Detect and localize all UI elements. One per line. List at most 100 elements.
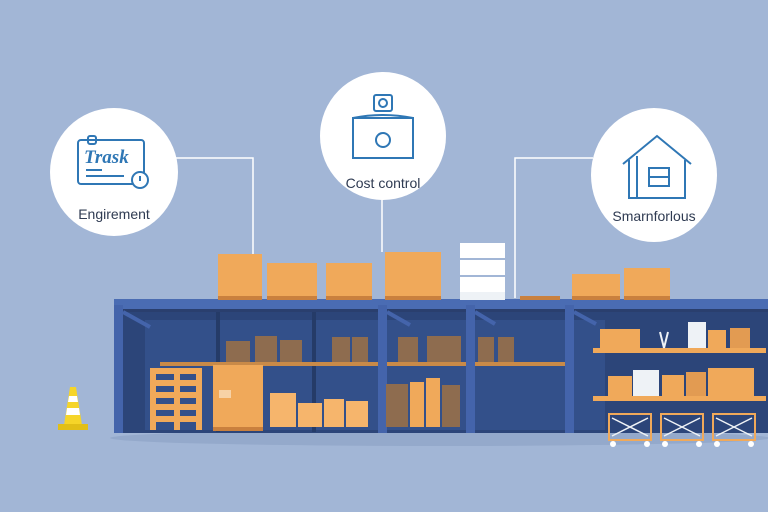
shelf-boxes xyxy=(226,336,514,362)
box xyxy=(498,337,514,362)
floor-items xyxy=(150,365,460,431)
brace xyxy=(122,310,151,329)
task-icon-text: Trask xyxy=(84,147,129,168)
box xyxy=(386,384,408,427)
tripod xyxy=(663,331,669,349)
traffic-cone xyxy=(58,387,88,430)
connector-left xyxy=(175,157,254,260)
camera-top-lens xyxy=(378,98,388,108)
box xyxy=(226,341,250,362)
box xyxy=(608,376,632,396)
box xyxy=(572,274,620,296)
tripod xyxy=(659,331,665,349)
pallet xyxy=(572,296,620,300)
pallet xyxy=(520,296,560,300)
cart xyxy=(608,413,652,441)
box xyxy=(686,372,706,396)
box xyxy=(442,385,460,427)
column xyxy=(565,305,574,433)
cone-stripe xyxy=(68,396,78,402)
box xyxy=(280,340,302,362)
box xyxy=(624,268,670,296)
wheel xyxy=(748,441,754,447)
wheel xyxy=(644,441,650,447)
roof-outline xyxy=(622,134,692,165)
pallet xyxy=(267,296,317,300)
box xyxy=(708,330,726,348)
shelf xyxy=(160,362,378,366)
rooftop-cargo xyxy=(218,243,670,300)
box xyxy=(332,337,350,362)
box xyxy=(478,337,494,362)
brace xyxy=(573,310,597,326)
pallet-post xyxy=(196,368,202,430)
ground-shadow xyxy=(110,430,768,446)
column xyxy=(378,305,387,433)
box xyxy=(267,263,317,296)
crate-pallet xyxy=(213,427,263,431)
box xyxy=(298,403,322,427)
pallet-stack xyxy=(150,368,202,430)
interior-shelves xyxy=(160,362,565,366)
smart-warehouse-label: Smarnforlous xyxy=(612,208,696,224)
pallet xyxy=(624,296,670,300)
box xyxy=(460,260,505,275)
shelf xyxy=(387,362,466,366)
roof-beam-shadow xyxy=(114,309,768,312)
box xyxy=(255,336,277,362)
wheel xyxy=(610,441,616,447)
rack-shelf xyxy=(593,396,766,401)
box xyxy=(398,337,418,362)
cost-control-card: Cost control xyxy=(320,72,446,200)
engagement-card: Trask Engirement xyxy=(50,108,178,236)
column xyxy=(114,305,123,433)
wheel xyxy=(696,441,702,447)
pallet xyxy=(385,296,441,300)
truss-braces xyxy=(122,310,597,329)
binder-ring xyxy=(87,135,97,145)
brace xyxy=(473,310,497,326)
box xyxy=(427,336,461,362)
camera-body xyxy=(352,117,414,159)
shelf xyxy=(475,362,565,366)
camera-lens xyxy=(375,132,391,148)
box xyxy=(218,254,262,296)
white-box-stack xyxy=(460,243,505,292)
box xyxy=(460,277,505,292)
task-card-icon: Trask xyxy=(77,135,149,189)
card-outline xyxy=(77,139,145,185)
cone-base xyxy=(58,424,88,430)
box xyxy=(662,375,684,396)
pallet xyxy=(218,296,262,300)
box xyxy=(600,329,640,348)
pallet-post xyxy=(174,368,180,430)
box xyxy=(346,401,368,427)
camera-icon xyxy=(352,94,414,159)
cart xyxy=(712,413,756,441)
roof-beam xyxy=(114,299,768,310)
connector-right xyxy=(514,157,593,298)
cart-wheels xyxy=(610,441,754,447)
right-racking xyxy=(593,322,766,401)
cart-wrapping xyxy=(611,417,753,437)
cost-control-label: Cost control xyxy=(345,175,421,191)
column xyxy=(466,305,475,433)
box xyxy=(460,243,505,258)
cone-body xyxy=(64,387,82,425)
wheel xyxy=(714,441,720,447)
box xyxy=(633,370,659,396)
box xyxy=(708,368,754,396)
cone-stripe xyxy=(66,408,80,415)
box xyxy=(730,328,750,348)
smart-warehouse-card: Smarnforlous xyxy=(591,108,717,242)
box xyxy=(352,337,368,362)
pallet-post xyxy=(150,368,156,430)
building-icon xyxy=(622,134,692,199)
building-outline xyxy=(628,160,686,199)
divider xyxy=(312,312,316,432)
box xyxy=(426,378,440,427)
pallet xyxy=(326,296,372,300)
box xyxy=(324,399,344,427)
